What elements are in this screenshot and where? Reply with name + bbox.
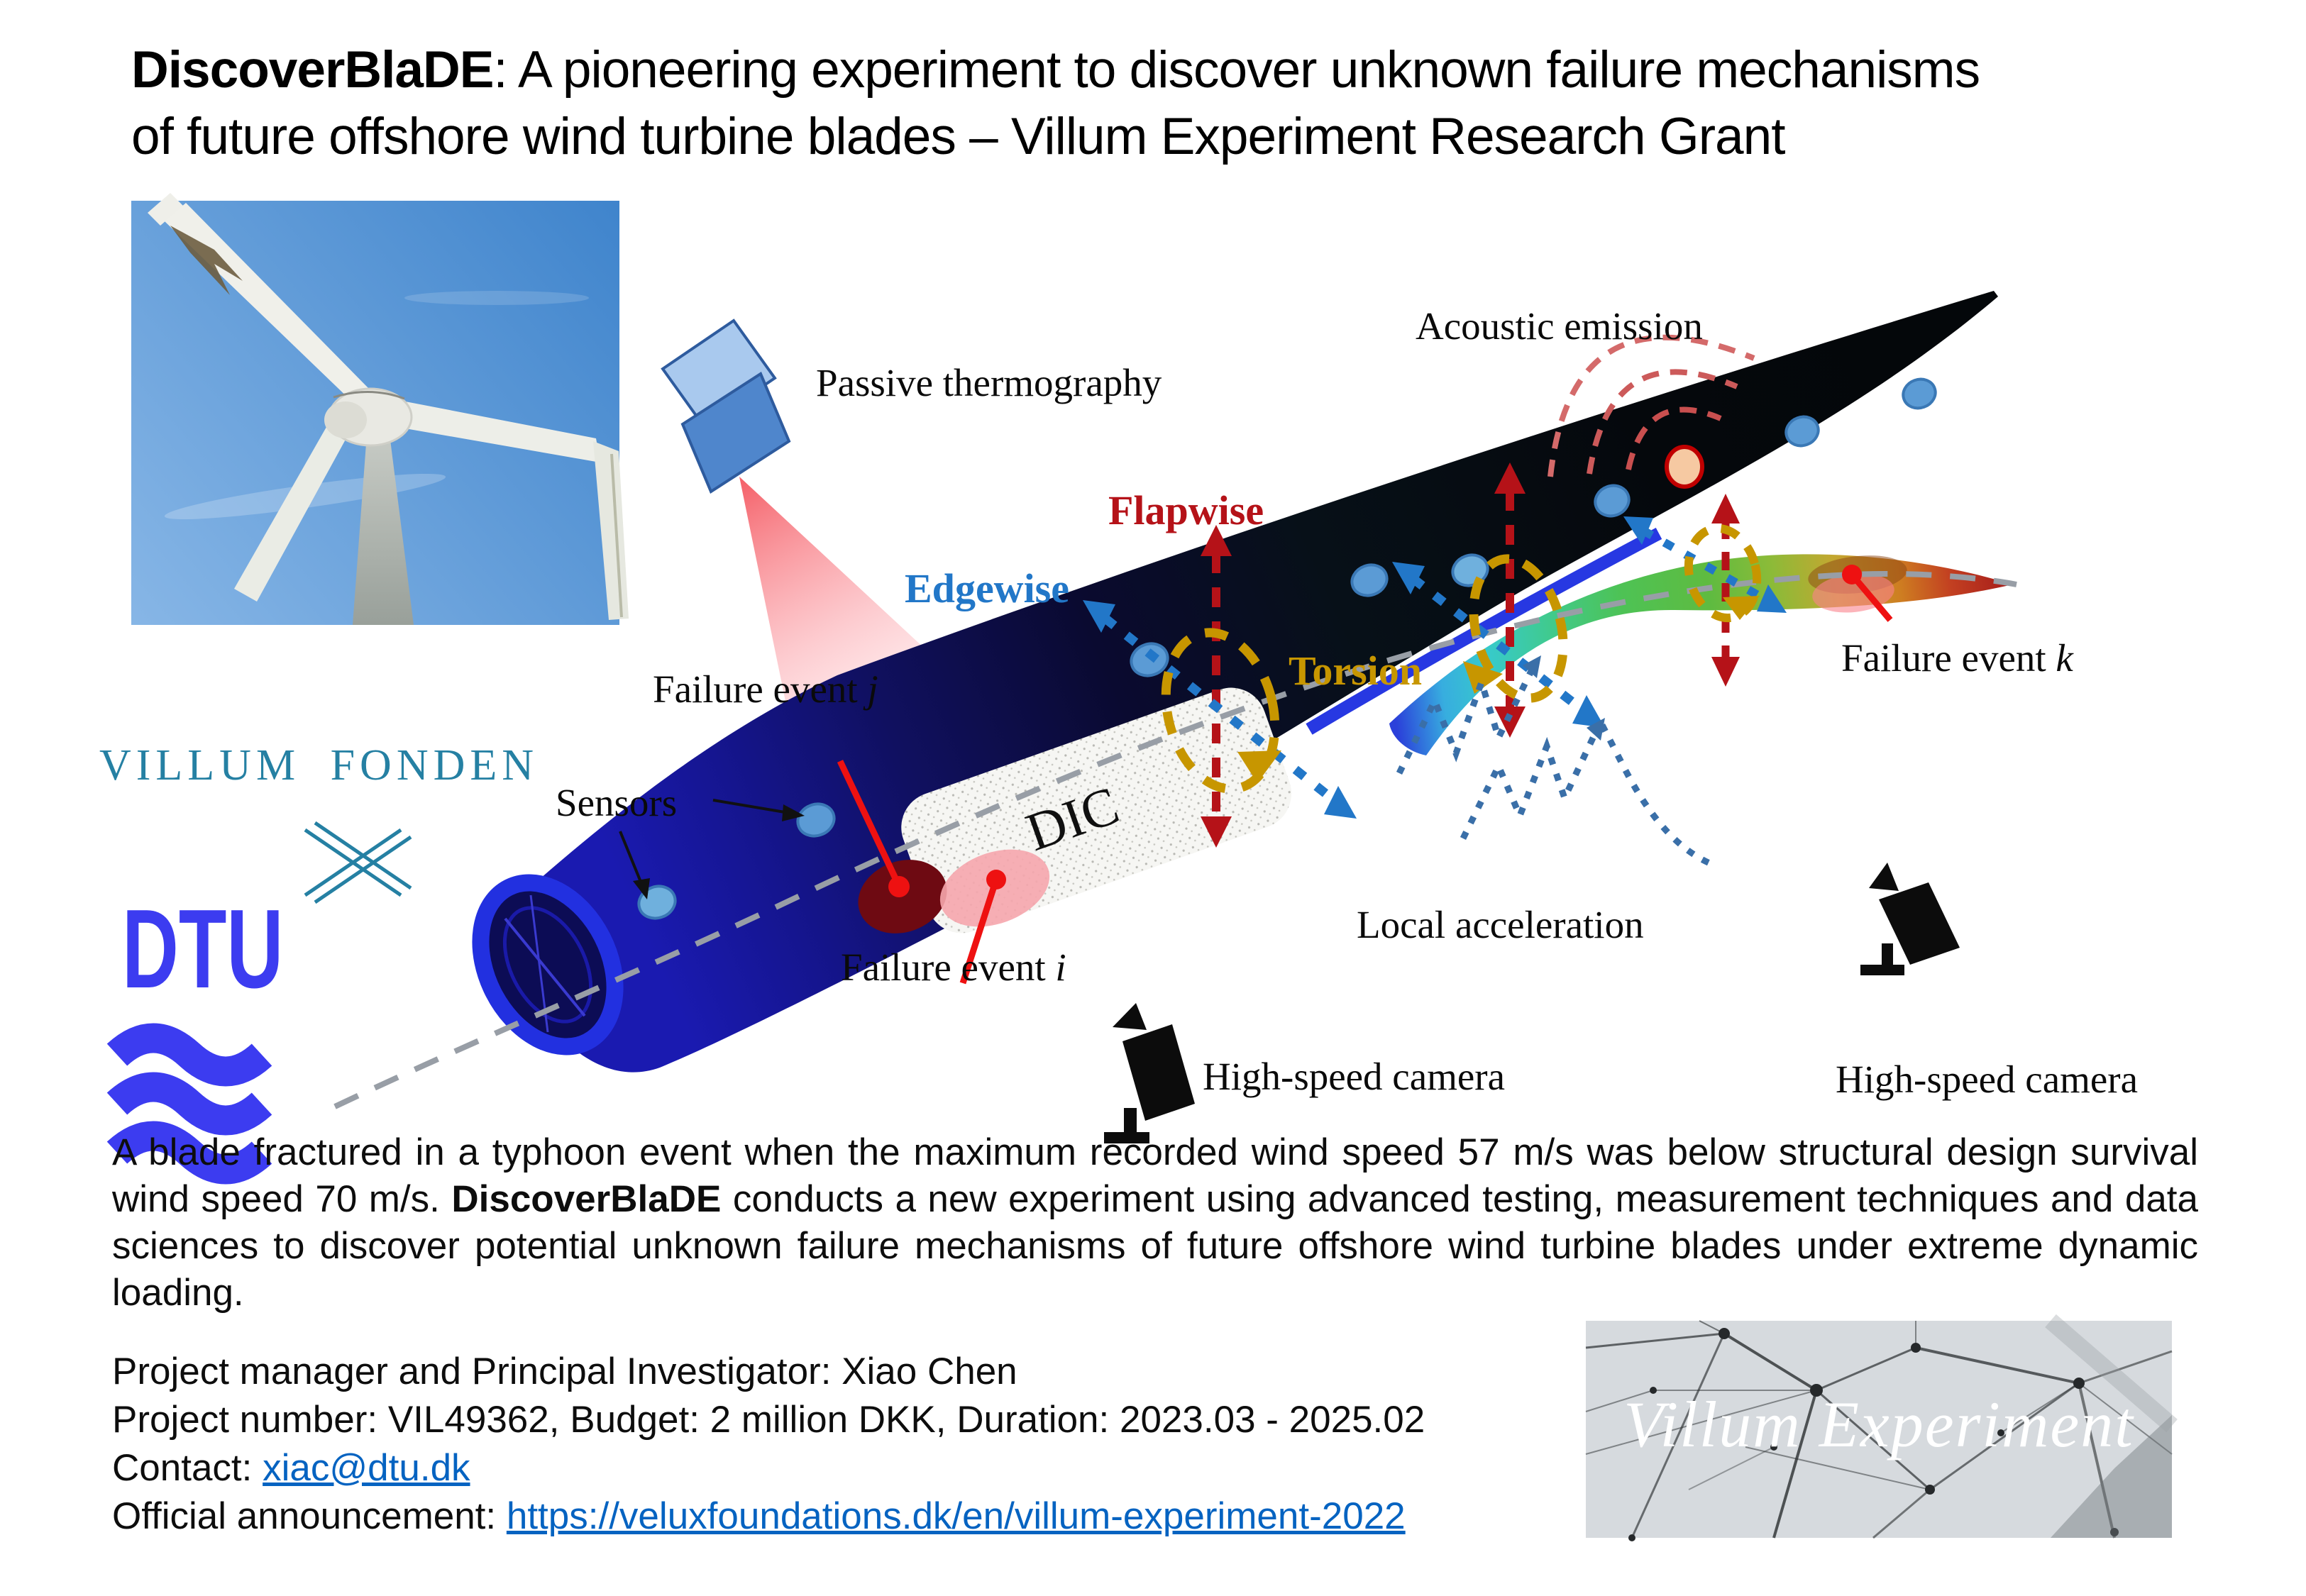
photo-tower — [353, 434, 414, 625]
sensors-pointer-arrows — [619, 799, 790, 886]
summary-paragraph: A blade fractured in a typhoon event whe… — [112, 1129, 2198, 1317]
announcement-line: Official announcement: https://veluxfoun… — [112, 1495, 1406, 1537]
sensor-dot — [796, 802, 836, 838]
acoustic-emission-label: Acoustic emission — [1416, 304, 1703, 348]
local-acceleration-label: Local acceleration — [1357, 903, 1644, 946]
failure-pins — [837, 565, 1893, 985]
photo-blade-right — [383, 397, 600, 462]
project-number-line: Project number: VIL49362, Budget: 2 mill… — [112, 1399, 1425, 1441]
signal-arrowhead — [1587, 718, 1605, 741]
motion-cluster-torsion — [1392, 462, 1605, 738]
photo-blade-lower — [234, 417, 351, 602]
signal-arrowhead — [1523, 655, 1541, 678]
villum-experiment-photo — [1585, 1314, 2178, 1541]
contact-line: Contact: xiac@dtu.dk — [112, 1447, 470, 1489]
sensors-label: Sensors — [556, 781, 678, 824]
villum-fonden-logo: VILLUM FONDEN — [99, 741, 539, 789]
failure-event-k-label: Failure event k — [1841, 636, 2073, 680]
vibration-signals — [1396, 670, 1713, 868]
failure-event-j-label: Failure event j — [653, 667, 878, 711]
torsion-circle — [1161, 628, 1280, 794]
sensor-dot — [1784, 415, 1820, 448]
sensor-dot — [1594, 484, 1631, 518]
blade-axis-dashed-line — [333, 570, 2017, 1109]
title-line1: : A pioneering experiment to discover un… — [493, 41, 1980, 99]
edgewise-arrow — [1411, 575, 1587, 715]
edgewise-label: Edgewise — [905, 565, 1069, 611]
edgewise-arrow — [1102, 614, 1337, 804]
torsion-circle — [1469, 554, 1568, 703]
photo-blade-damage — [170, 226, 243, 295]
motion-cluster-mid — [1083, 525, 1357, 848]
high-speed-camera-icon-bottom — [1104, 1003, 1195, 1143]
broken-turbine-photo — [131, 193, 629, 625]
sensor-dot — [1902, 377, 1937, 410]
paragraph-text: conducts a new experiment using advanced… — [112, 1178, 2198, 1314]
high-speed-camera-right-label: High-speed camera — [1836, 1058, 2139, 1101]
high-speed-camera-bottom-label: High-speed camera — [1203, 1055, 1506, 1098]
failure-event-i-label: Failure event i — [841, 946, 1066, 989]
sensor-dot — [637, 885, 677, 920]
page-title: DiscoverBlaDE: A pioneering experiment t… — [131, 37, 1980, 170]
acoustic-emission-arcs — [1548, 334, 1755, 477]
thermography-projector-icon — [661, 318, 791, 494]
villum-experiment-wordmark: Villum Experiment — [1623, 1388, 2134, 1461]
high-speed-camera-icon-right — [1860, 863, 1960, 975]
dtu-waves-icon — [106, 1023, 272, 1185]
sensor-dot — [1130, 642, 1169, 677]
passive-thermography-label: Passive thermography — [816, 361, 1162, 404]
title-line2: of future offshore wind turbine blades –… — [131, 108, 1786, 165]
contact-email-link[interactable]: xiac@dtu.dk — [263, 1447, 470, 1489]
dtu-logo: DTU — [122, 887, 284, 1012]
paragraph-text: A blade fractured in a typhoon event whe… — [112, 1131, 2198, 1220]
announcement-link[interactable]: https://veluxfoundations.dk/en/villum-ex… — [506, 1495, 1406, 1537]
title-bold: DiscoverBlaDE — [131, 41, 494, 99]
torsion-label: Torsion — [1289, 648, 1423, 694]
torsion-circle — [1684, 523, 1762, 623]
paragraph-bold: DiscoverBlaDE — [451, 1178, 722, 1220]
blade-root — [472, 874, 624, 1055]
sensor-dot — [1350, 563, 1389, 597]
triggered-sensor-dot — [1665, 445, 1704, 489]
flapwise-label: Flapwise — [1108, 487, 1264, 533]
project-manager-line: Project manager and Principal Investigat… — [112, 1351, 1017, 1392]
project-info: Project manager and Principal Investigat… — [112, 1348, 1425, 1541]
villum-x-mark-icon — [304, 821, 412, 904]
motion-cluster-tip — [1623, 494, 1787, 687]
sensor-dots — [637, 377, 1937, 920]
